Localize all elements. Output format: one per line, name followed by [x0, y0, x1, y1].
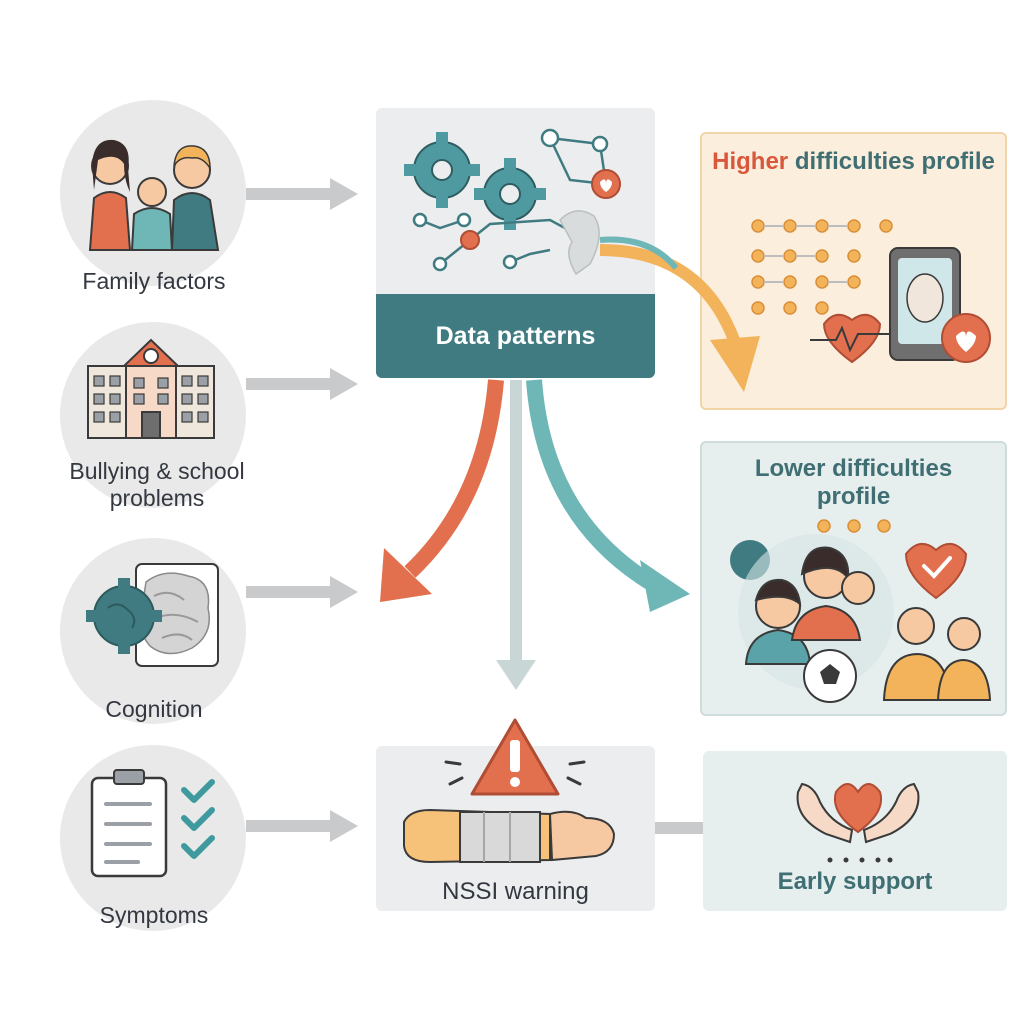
lower-difficulties-title: Lower difficulties profile	[754, 455, 953, 510]
nssi-warning-label: NSSI warning	[442, 878, 589, 905]
arrow-school-to-center	[246, 368, 358, 400]
gears-network-icon	[404, 128, 621, 276]
higher-word: Higher	[712, 148, 789, 175]
arrow-symptoms-to-warning	[246, 810, 358, 842]
family-icon	[88, 139, 220, 251]
higher-difficulties-title: Higher difficulties profile	[702, 148, 1005, 176]
bandaged-arm-icon	[403, 808, 616, 864]
family-factors-label: Family factors	[82, 268, 226, 294]
clipboard-checklist-icon	[90, 769, 215, 878]
symptoms-label: Symptoms	[99, 902, 209, 928]
hands-heart-icon	[796, 782, 920, 863]
cognition-label: Cognition	[105, 696, 203, 722]
data-patterns-title-bar: Data patterns	[376, 294, 655, 378]
data-patterns-title: Data patterns	[435, 321, 596, 350]
warning-triangle-icon	[444, 718, 586, 796]
arrow-cognition-to-center	[246, 576, 358, 608]
brain-gear-icon	[86, 563, 219, 667]
friends-support-group-icon	[730, 519, 992, 703]
early-support-label: Early support	[777, 868, 933, 895]
connector-warning-support	[655, 822, 703, 834]
bullying-school-label: Bullying & school problems	[69, 458, 245, 511]
arrow-family-to-center	[246, 178, 358, 210]
higher-rest: difficulties profile	[794, 148, 995, 175]
dot-grid-phone-heart-icon	[751, 219, 991, 364]
school-building-icon	[87, 338, 215, 439]
